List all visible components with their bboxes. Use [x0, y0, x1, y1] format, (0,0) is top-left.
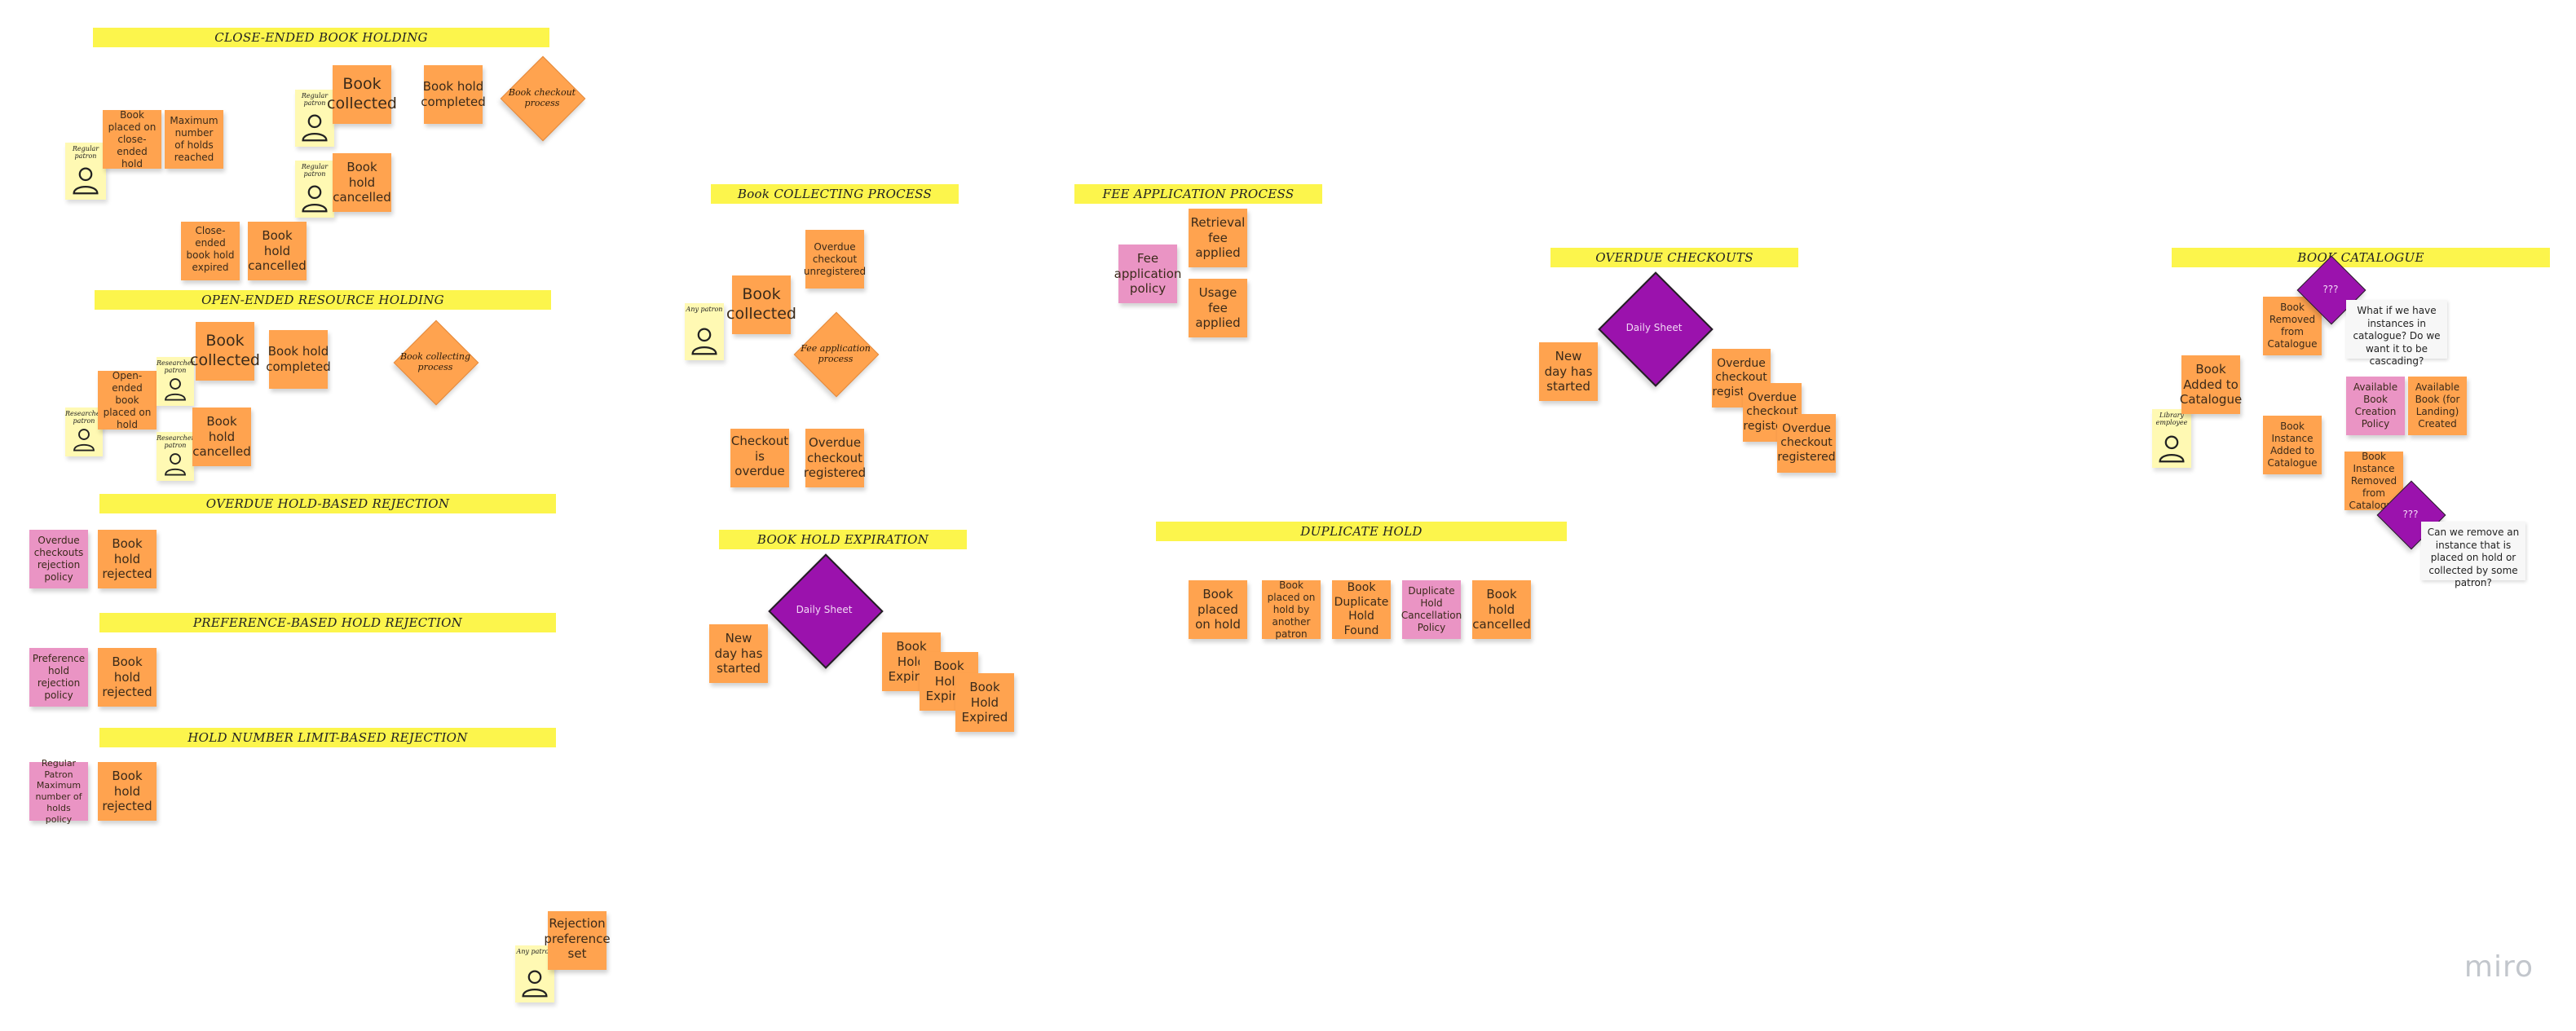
person-icon: [300, 112, 329, 142]
sticky-duplicate-cancellation-policy[interactable]: Duplicate Hold Cancellation Policy: [1401, 580, 1462, 639]
actor-label: Any patron: [516, 948, 554, 955]
sticky-text: Close-ended book hold expired: [186, 225, 235, 273]
sticky-new-day-started[interactable]: New day has started: [709, 624, 768, 683]
sticky-fee-application-policy[interactable]: Fee application policy: [1114, 245, 1181, 303]
comment-cascading[interactable]: What if we have instances in catalogue? …: [2346, 300, 2447, 367]
sticky-overdue-checkout-unregistered[interactable]: Overdue checkout unregistered: [804, 230, 866, 289]
person-icon: [520, 968, 549, 998]
actor-label: Researcher patron: [157, 434, 195, 450]
actor-regular-patron[interactable]: Regular patron: [295, 90, 334, 147]
banner-close-ended[interactable]: CLOSE-ENDED BOOK HOLDING: [93, 28, 549, 47]
actor-any-patron[interactable]: Any patron: [685, 303, 724, 360]
sticky-new-day-started-overdue[interactable]: New day has started: [1539, 342, 1598, 401]
actor-label: Library employee: [2155, 412, 2188, 427]
diamond-label: Daily Sheet: [1625, 322, 1683, 333]
sticky-book-hold-cancelled-open[interactable]: Book hold cancelled: [192, 408, 251, 466]
sticky-overdue-rejection-policy[interactable]: Overdue checkouts rejection policy: [29, 530, 88, 588]
banner-overdue-checkouts[interactable]: OVERDUE CHECKOUTS: [1550, 248, 1798, 267]
banner-fee-application[interactable]: FEE APPLICATION PROCESS: [1074, 184, 1322, 204]
sticky-book-hold-expired-3[interactable]: Book Hold Expired: [955, 673, 1014, 732]
comment-remove-instance[interactable]: Can we remove an instance that is placed…: [2421, 522, 2525, 588]
sticky-book-hold-rejected-preference[interactable]: Book hold rejected: [98, 648, 157, 707]
sticky-overdue-checkout-registered[interactable]: Overdue checkout registered: [804, 429, 866, 487]
diamond-label: ???: [2402, 509, 2419, 520]
sticky-checkout-is-overdue[interactable]: Checkout is overdue: [730, 429, 789, 487]
diamond-label: Book checkout process: [508, 87, 576, 108]
actor-label: Any patron: [686, 306, 723, 313]
miro-logo: miro: [2464, 950, 2534, 984]
sticky-book-placed-close-ended[interactable]: Book placed on close-ended hold: [103, 109, 161, 170]
sticky-duplicate-hold-found[interactable]: Book Duplicate Hold Found: [1332, 580, 1391, 639]
actor-label: Regular patron: [301, 163, 329, 178]
sticky-rejection-preference-set[interactable]: Rejection preference set: [544, 911, 611, 970]
actor-label: Regular patron: [301, 92, 329, 108]
diamond-label: Daily Sheet: [796, 604, 853, 615]
person-icon: [163, 377, 187, 401]
actor-researcher-patron[interactable]: Researcher patron: [157, 432, 194, 481]
sticky-book-placed-on-hold[interactable]: Book placed on hold: [1189, 580, 1247, 639]
actor-library-employee[interactable]: Library employee: [2152, 409, 2191, 468]
sticky-book-collected[interactable]: Book collected: [327, 65, 397, 124]
actor-regular-patron[interactable]: Regular patron: [295, 161, 334, 218]
sticky-overdue-registered-3[interactable]: Overdue checkout registered: [1777, 414, 1836, 473]
banner-hold-expiration[interactable]: BOOK HOLD EXPIRATION: [719, 530, 967, 549]
actor-label: Regular patron: [72, 145, 99, 161]
sticky-book-removed-from-catalogue[interactable]: Book Removed from Catalogue: [2263, 297, 2322, 355]
banner-duplicate-hold[interactable]: DUPLICATE HOLD: [1156, 522, 1567, 541]
banner-limit-rejection[interactable]: HOLD NUMBER LIMIT-BASED REJECTION: [99, 728, 556, 747]
actor-label: Researcher patron: [157, 359, 195, 375]
sticky-retrieval-fee-applied[interactable]: Retrieval fee applied: [1189, 209, 1247, 267]
actor-regular-patron[interactable]: Regular patron: [65, 143, 106, 200]
person-icon: [72, 427, 96, 452]
sticky-book-hold-rejected-overdue[interactable]: Book hold rejected: [98, 530, 157, 588]
sticky-max-holds-reached[interactable]: Maximum number of holds reached: [165, 110, 223, 169]
person-icon: [71, 165, 100, 195]
person-icon: [2157, 434, 2186, 463]
sticky-book-added-to-catalogue[interactable]: Book Added to Catalogue: [2180, 355, 2242, 414]
sticky-book-hold-completed[interactable]: Book hold completed: [421, 65, 486, 124]
banner-overdue-rejection[interactable]: OVERDUE HOLD-BASED REJECTION: [99, 494, 556, 513]
person-icon: [300, 183, 329, 213]
sticky-book-hold-cancelled[interactable]: Book hold cancelled: [333, 153, 391, 212]
sticky-book-hold-cancelled-dup[interactable]: Book hold cancelled: [1472, 580, 1531, 639]
diamond-label: Book collecting process: [399, 351, 471, 372]
sticky-preference-policy[interactable]: Preference hold rejection policy: [29, 648, 88, 707]
actor-researcher-patron[interactable]: Researcher patron: [65, 408, 103, 456]
actor-label: Researcher patron: [65, 410, 104, 425]
banner-open-ended[interactable]: OPEN-ENDED RESOURCE HOLDING: [95, 290, 551, 310]
sticky-usage-fee-applied[interactable]: Usage fee applied: [1189, 279, 1247, 337]
person-icon: [163, 452, 187, 476]
sticky-limit-policy[interactable]: Regular Patron Maximum number of holds p…: [29, 758, 88, 825]
sticky-placed-by-another-patron[interactable]: Book placed on hold by another patron: [1262, 579, 1321, 640]
sticky-book-instance-added[interactable]: Book Instance Added to Catalogue: [2263, 416, 2322, 474]
sticky-text: Rejection preference set: [544, 915, 611, 962]
sticky-book-collected-open[interactable]: Book collected: [190, 322, 260, 381]
sticky-open-ended-placed[interactable]: Open-ended book placed on hold: [98, 370, 157, 430]
banner-preference-rejection[interactable]: PREFERENCE-BASED HOLD REJECTION: [99, 613, 556, 632]
actor-researcher-patron[interactable]: Researcher patron: [157, 357, 194, 406]
sticky-text: Checkout is overdue: [730, 433, 789, 479]
banner-book-catalogue[interactable]: BOOK CATALOGUE: [2172, 248, 2550, 267]
banner-collecting-process[interactable]: Book COLLECTING PROCESS: [711, 184, 959, 204]
sticky-close-ended-hold-expired[interactable]: Close-ended book hold expired: [181, 222, 240, 280]
sticky-available-book-created[interactable]: Available Book (for Landing) Created: [2408, 377, 2467, 435]
diamond-label: ???: [2322, 284, 2339, 295]
person-icon: [690, 326, 719, 355]
sticky-book-hold-cancelled-2[interactable]: Book hold cancelled: [248, 222, 307, 280]
sticky-available-book-creation-policy[interactable]: Available Book Creation Policy: [2346, 377, 2405, 435]
sticky-book-collected-process[interactable]: Book collected: [726, 275, 796, 334]
diamond-label: Fee application process: [801, 343, 871, 364]
sticky-book-hold-rejected-limit[interactable]: Book hold rejected: [98, 762, 157, 821]
sticky-book-hold-completed-open[interactable]: Book hold completed: [266, 330, 331, 389]
